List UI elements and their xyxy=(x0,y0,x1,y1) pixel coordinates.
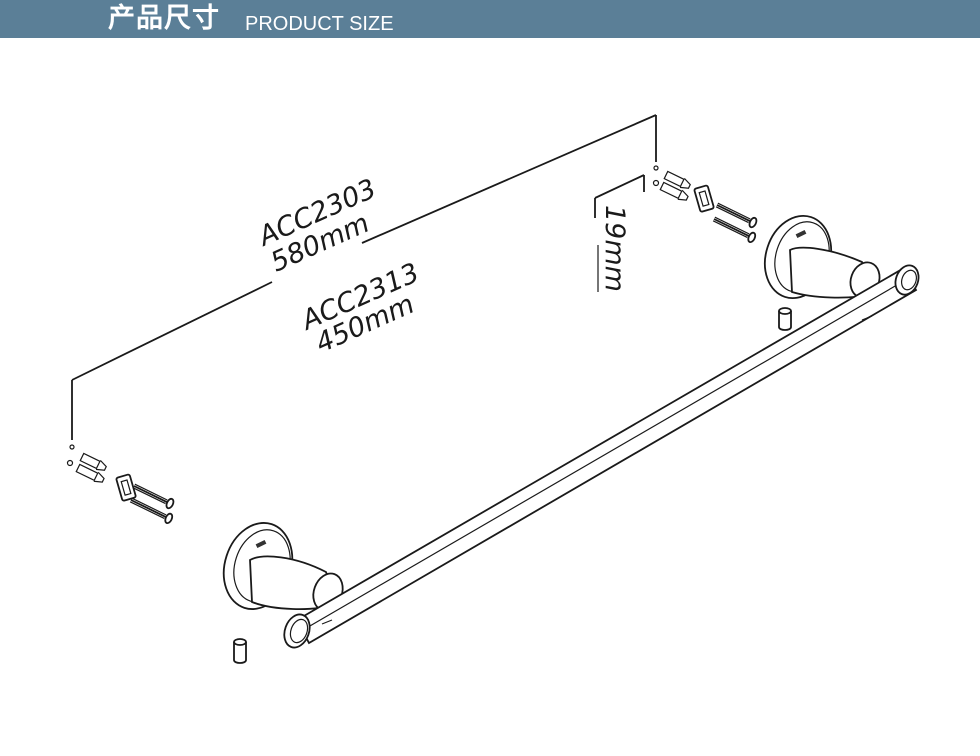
towel-bar xyxy=(283,264,920,649)
right-mounting-hardware xyxy=(652,170,758,243)
title-chinese: 产品尺寸 xyxy=(108,3,220,34)
right-wall-flange xyxy=(764,214,881,300)
depth-dimension-line xyxy=(594,174,645,292)
left-mounting-hardware xyxy=(66,452,175,524)
length-dimension-line xyxy=(69,114,659,450)
depth-label-19mm: 19mm xyxy=(599,205,630,292)
towel-bar-diagram: ACC2303 580mm ACC2313 450mm 19mm xyxy=(66,114,920,664)
header-bar: 产品尺寸 PRODUCT SIZE xyxy=(0,0,980,38)
set-screw-cap-left xyxy=(233,638,247,664)
title-english: PRODUCT SIZE xyxy=(245,13,394,35)
set-screw-cap-right xyxy=(778,307,792,331)
